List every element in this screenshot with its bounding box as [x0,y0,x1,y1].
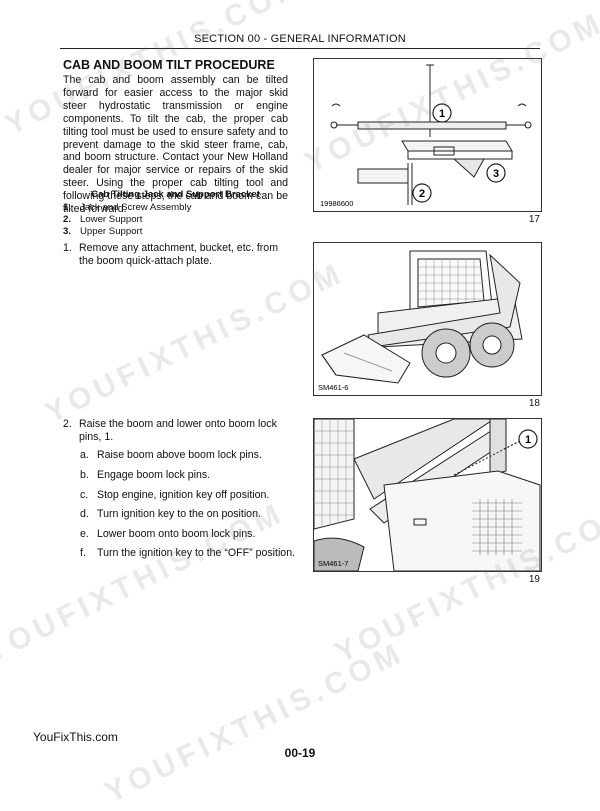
substep-letter: f. [80,547,86,559]
figure-legend: 1. Jack and Screw Assembly 2. Lower Supp… [63,202,191,238]
substep-letter: a. [80,449,89,461]
figure-caption: Cab Tilting Jack and Support Bracket [91,189,260,200]
substep-c: c. Stop engine, ignition key off positio… [80,489,269,501]
watermark: YOUFIXTHIS.COM [100,636,410,810]
callout-label: 2 [419,188,425,200]
step-text: Raise the boom and lower onto boom lock … [79,418,277,443]
substep-f: f. Turn the ignition key to the “OFF” po… [80,547,295,559]
substep-text: Raise boom above boom lock pins. [97,449,262,461]
callout-label: 1 [525,434,531,446]
step-2: 2. Raise the boom and lower onto boom lo… [63,418,289,444]
step-text: Remove any attachment, bucket, etc. from… [79,242,279,267]
figure-number: 18 [528,398,540,409]
substep-a: a. Raise boom above boom lock pins. [80,449,262,461]
callout-label: 1 [439,108,445,120]
substep-text: Engage boom lock pins. [97,469,211,481]
skid-steer-illustration: SM461-6 [318,250,523,392]
callout-3: 3 [486,163,506,183]
legend-number: 1. [63,202,72,213]
callout-2: 2 [412,183,432,203]
legend-number: 2. [63,214,72,225]
legend-item: 2. Lower Support [63,214,191,226]
page-number: 00-19 [284,746,316,760]
page-title: CAB AND BOOM TILT PROCEDURE [63,58,275,72]
watermark: YOUFIXTHIS.COM [40,256,350,430]
footer-site: YouFixThis.com [33,730,118,744]
legend-item: 1. Jack and Screw Assembly [63,202,191,214]
substep-text: Turn the ignition key to the “OFF” posit… [97,547,296,559]
callout-1: 1 [432,103,452,123]
substep-e: e. Lower boom onto boom lock pins. [80,528,255,540]
legend-label: Upper Support [80,226,143,237]
legend-label: Lower Support [80,214,143,225]
substep-letter: b. [80,469,89,481]
callout-1: 1 [518,429,538,449]
substep-d: d. Turn ignition key to the on position. [80,508,261,520]
figure-id: 19986600 [320,199,353,208]
substep-text: Turn ignition key to the on position. [97,508,261,520]
step-number: 2. [63,418,72,430]
substep-b: b. Engage boom lock pins. [80,469,210,481]
substep-text: Stop engine, ignition key off position. [97,489,270,501]
substep-letter: c. [80,489,89,501]
substep-letter: d. [80,508,89,520]
substep-letter: e. [80,528,89,540]
figure-number: 17 [528,214,540,225]
section-header: SECTION 00 - GENERAL INFORMATION [194,33,406,45]
watermark: YOUFIXTHIS.COM [0,496,290,670]
figure-id: SM461-6 [318,383,348,392]
intro-paragraph: The cab and boom assembly can be tilted … [63,74,288,216]
header-rule [60,48,540,49]
step-number: 1. [63,242,72,254]
legend-label: Jack and Screw Assembly [80,202,192,213]
figure-number: 19 [528,574,540,585]
figure-19-boom-lock-pins: 1 SM461-7 [313,418,542,572]
tilting-tool-illustration: 1 2 3 19986600 [320,64,532,208]
callout-label: 3 [493,168,499,180]
boom-lock-illustration: 1 SM461-7 [314,419,541,571]
legend-number: 3. [63,226,72,237]
legend-item: 3. Upper Support [63,226,191,238]
figure-id: SM461-7 [318,559,348,568]
substep-text: Lower boom onto boom lock pins. [97,528,256,540]
step-1: 1. Remove any attachment, bucket, etc. f… [63,242,289,268]
figure-17-tilting-tool: 1 2 3 19986600 [313,58,542,212]
figure-18-skid-steer: SM461-6 [313,242,542,396]
